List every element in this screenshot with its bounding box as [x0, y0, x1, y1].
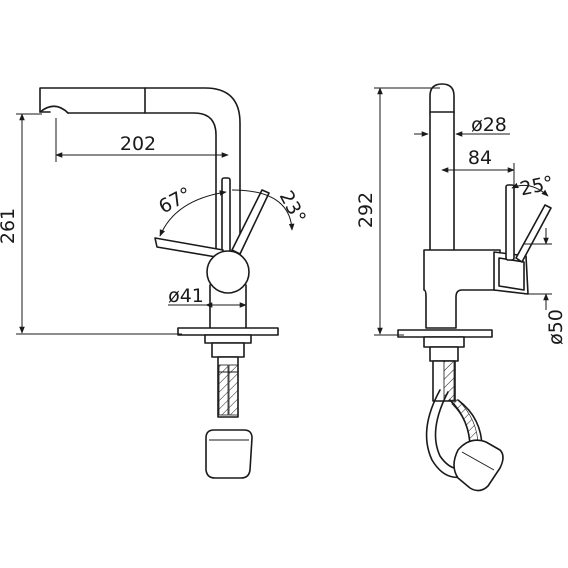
front-supply-hoses	[217, 356, 239, 418]
side-view: 292 ø28 84 25° ø50	[355, 83, 567, 492]
side-counterweight	[453, 439, 504, 492]
front-angle-left-label: 67°	[155, 183, 195, 218]
side-spout-diameter-label: ø28	[471, 114, 507, 136]
side-spout-tube	[429, 83, 455, 251]
front-diameter-label: ø41	[168, 285, 204, 307]
front-spout-nozzle	[39, 105, 69, 114]
side-lever	[505, 184, 552, 263]
front-angle-arc-left	[159, 190, 227, 237]
front-height-label: 261	[0, 208, 19, 244]
front-spout	[39, 87, 241, 256]
side-base-diameter-label: ø50	[545, 309, 567, 345]
front-angle-arc-right	[231, 189, 295, 231]
front-body-ball	[206, 250, 250, 294]
side-angle-label: 25°	[518, 172, 556, 201]
front-base-plate	[177, 327, 279, 336]
side-angle-arc	[511, 182, 549, 197]
side-supply-hoses	[425, 360, 483, 479]
front-reach-label: 202	[120, 133, 156, 155]
front-counterweight	[205, 429, 253, 479]
front-angle-right-label: 23°	[275, 187, 310, 227]
front-view: 261 202 67° 23° ø41	[0, 87, 310, 479]
side-offset-label: 84	[468, 147, 492, 169]
side-height-label: 292	[355, 192, 377, 228]
side-body	[423, 249, 501, 329]
side-base-plate	[397, 329, 493, 338]
